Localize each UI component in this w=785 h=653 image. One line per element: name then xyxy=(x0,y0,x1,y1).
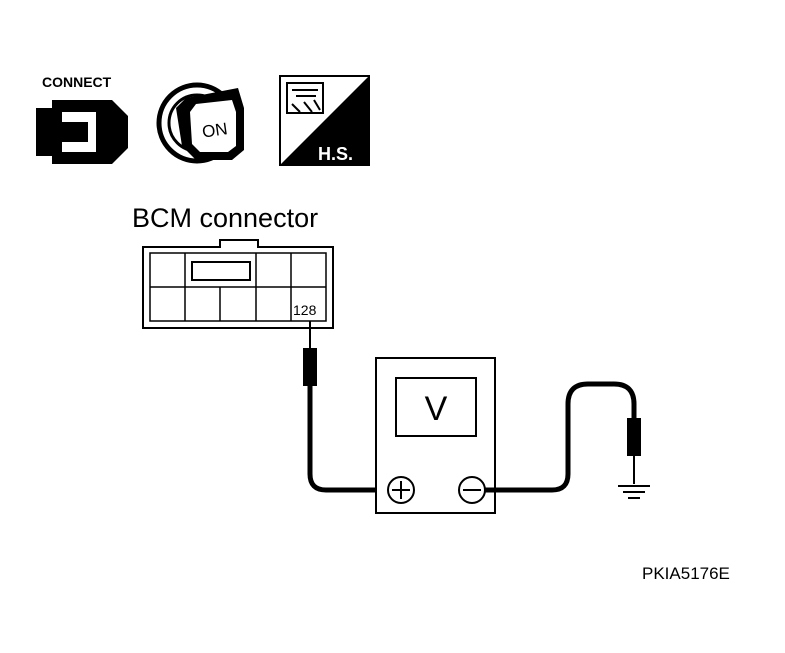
ignition-key-icon: ON xyxy=(156,82,244,164)
terminal-label: 128 xyxy=(293,302,317,318)
voltmeter-display: V xyxy=(425,390,448,428)
figure-id: PKIA5176E xyxy=(642,564,730,583)
harness-hs-icon: H.S. xyxy=(279,75,370,166)
connector-plug-shape xyxy=(36,100,128,164)
harness-hs-label: H.S. xyxy=(318,144,353,164)
positive-terminal-icon xyxy=(387,476,415,504)
negative-probe xyxy=(485,381,641,493)
connect-label: CONNECT xyxy=(42,74,112,90)
positive-lead xyxy=(307,386,392,493)
negative-lead xyxy=(485,381,637,493)
voltmeter: V xyxy=(375,357,496,514)
ignition-on-label: ON xyxy=(201,119,229,141)
bcm-connector: 128 xyxy=(142,239,334,329)
negative-terminal-icon xyxy=(458,476,486,504)
connect-icon: CONNECT xyxy=(36,74,128,164)
ground-icon xyxy=(618,485,650,499)
connector-title: BCM connector xyxy=(132,203,318,233)
positive-probe xyxy=(303,321,392,493)
